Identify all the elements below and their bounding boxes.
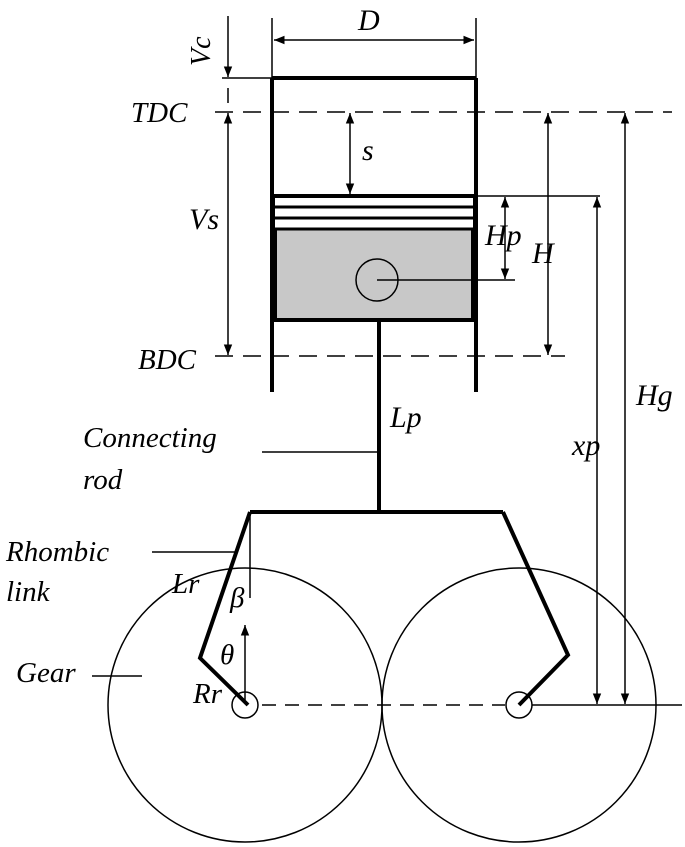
label-vc: Vc — [186, 36, 217, 66]
cylinder — [270, 76, 478, 392]
label-hp: Hp — [484, 219, 522, 252]
label-rhombic-link-1: Rhombic — [5, 536, 109, 568]
label-connecting-rod-1: Connecting — [83, 422, 217, 454]
label-xp: xp — [571, 429, 600, 462]
label-beta: β — [229, 582, 245, 614]
label-rr: Rr — [192, 678, 223, 710]
label-s: s — [362, 134, 374, 167]
label-theta: θ — [220, 639, 234, 671]
label-tdc: TDC — [131, 97, 188, 129]
rhombic-link-right — [501, 511, 571, 707]
rhombic-link-left — [197, 511, 252, 707]
piston — [273, 194, 515, 322]
label-lr: Lr — [171, 568, 200, 600]
label-rhombic-link-2: link — [6, 576, 51, 608]
label-d: D — [357, 4, 380, 37]
label-lp: Lp — [389, 401, 422, 434]
label-gear: Gear — [16, 657, 76, 689]
label-connecting-rod-2: rod — [83, 464, 123, 496]
label-bdc: BDC — [138, 344, 197, 376]
label-vs: Vs — [189, 203, 219, 236]
label-hg: Hg — [635, 379, 673, 412]
label-h: H — [531, 237, 556, 270]
